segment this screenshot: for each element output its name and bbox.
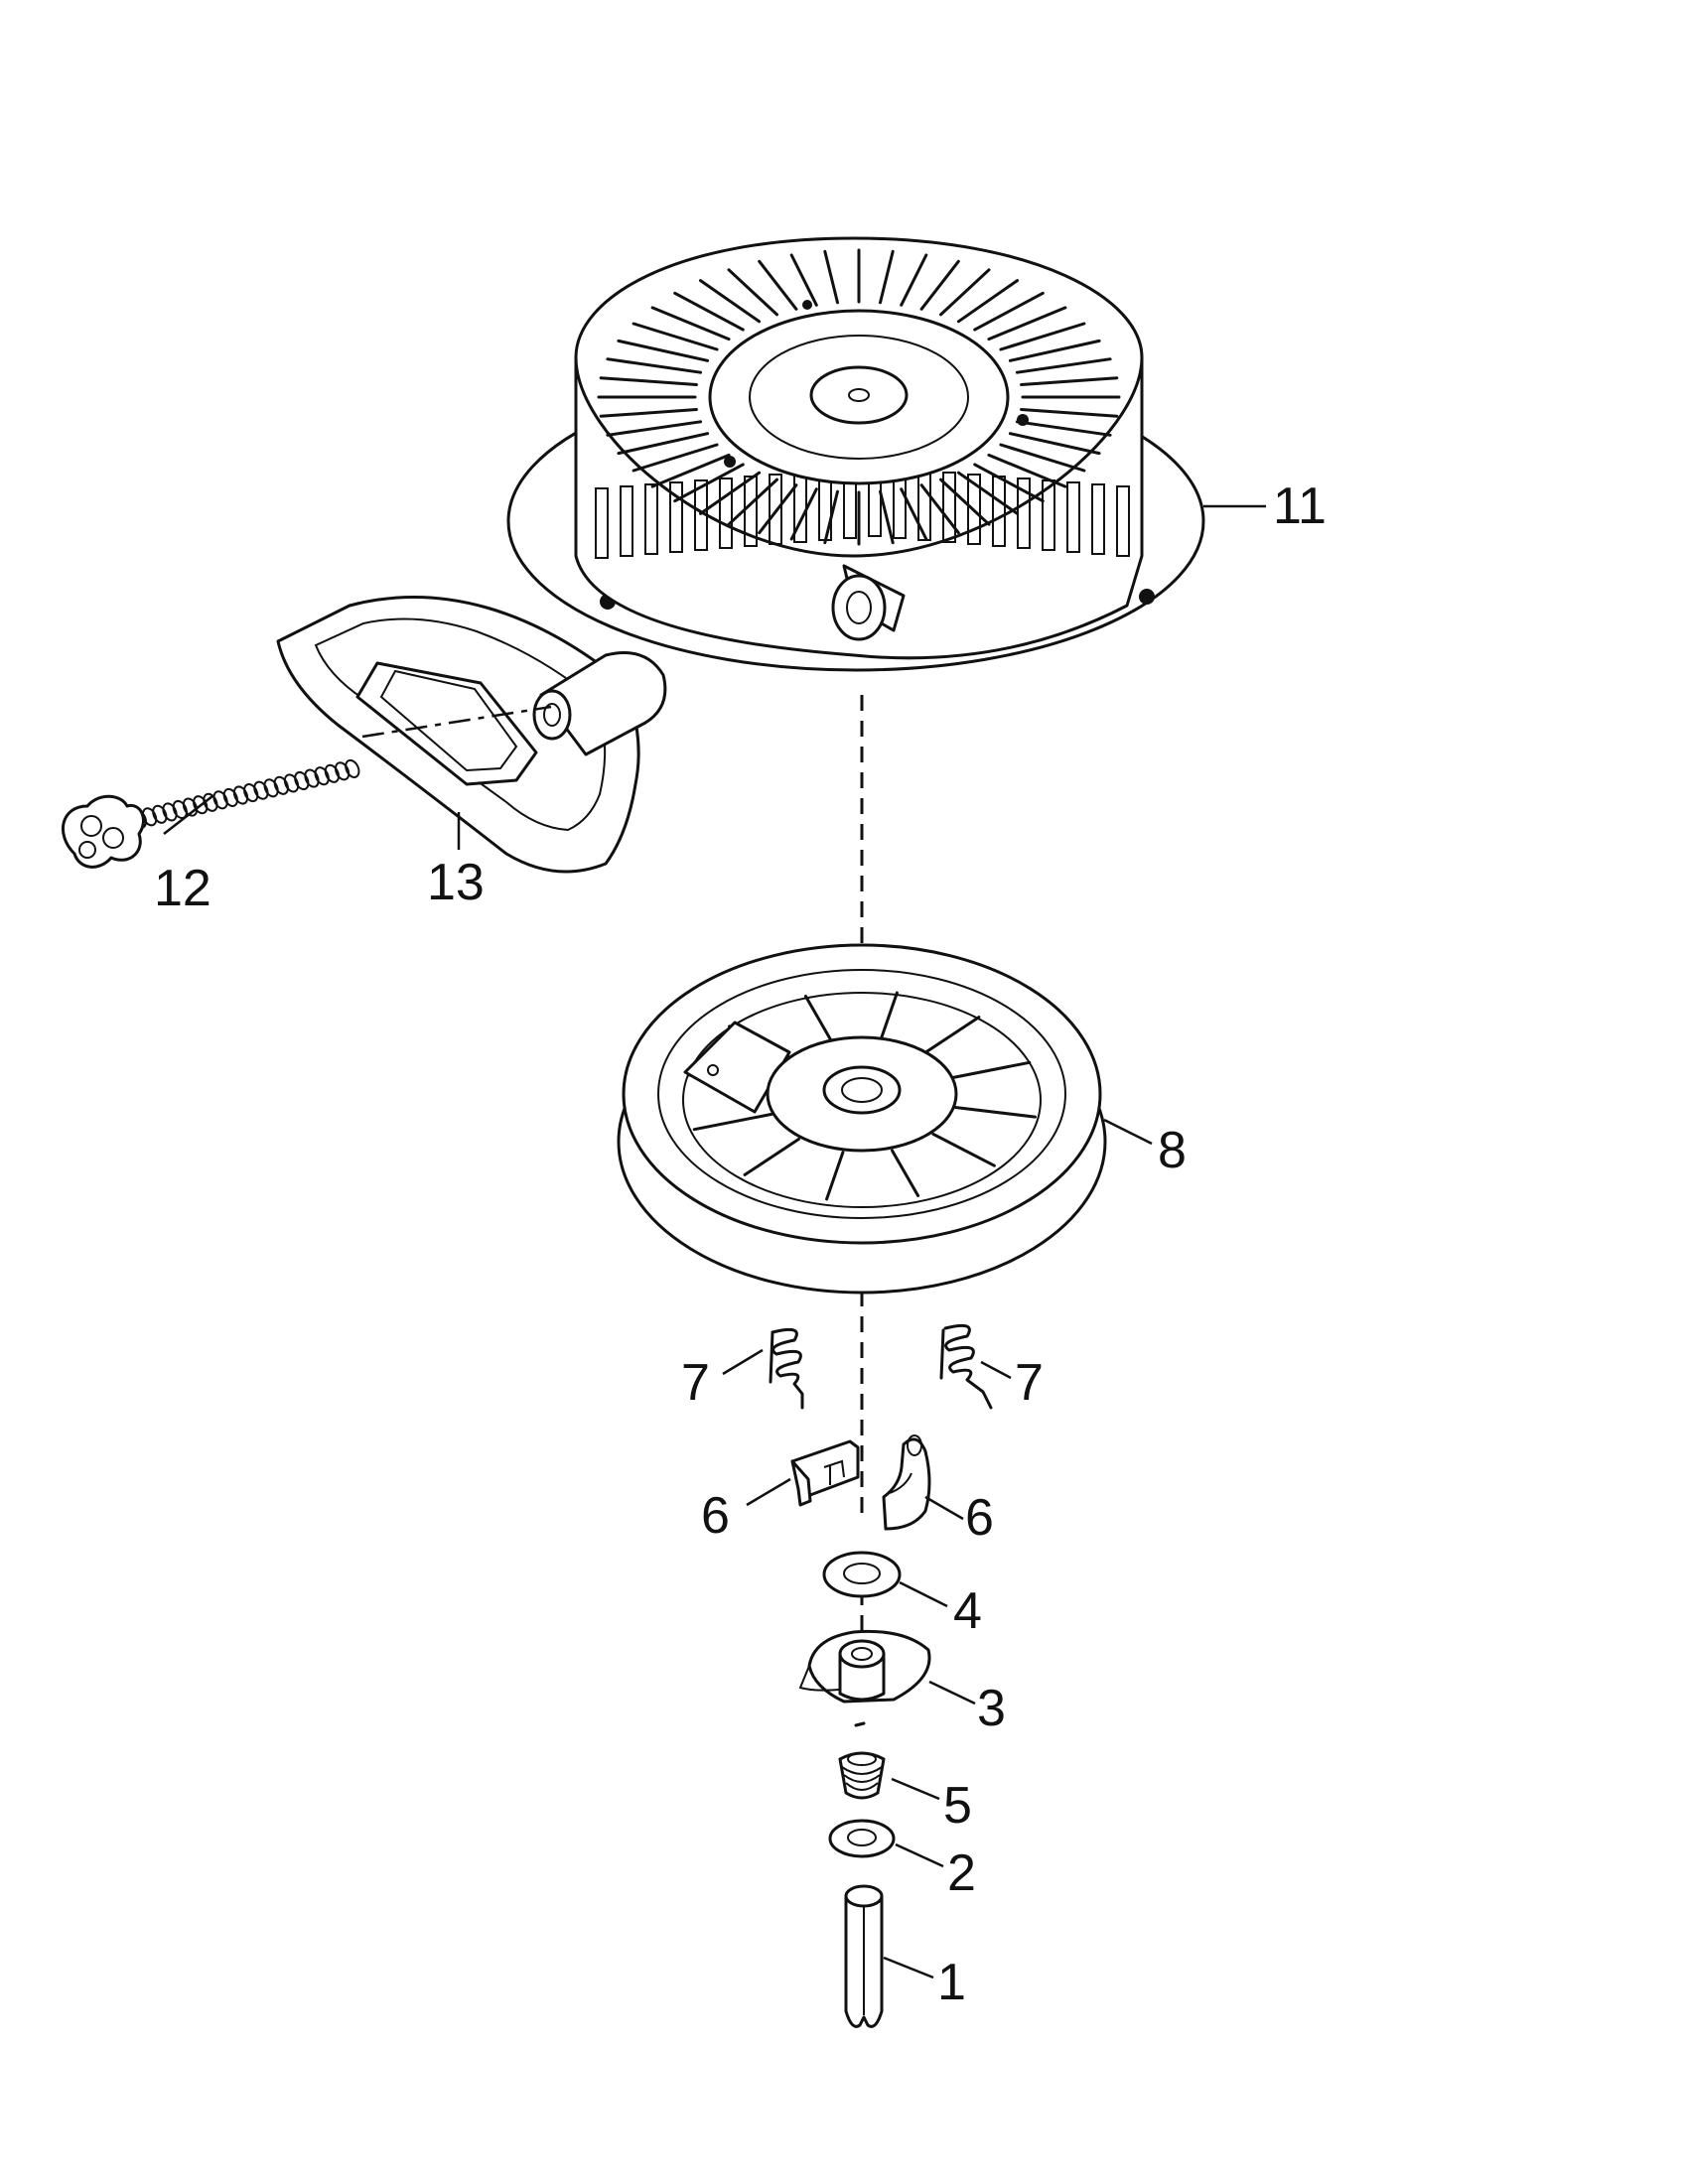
part-4-washer: [824, 1553, 900, 1596]
part-3-retainer: [800, 1631, 929, 1702]
callout-7-left: 7: [681, 1354, 710, 1412]
part-7-spring-right: [941, 1325, 991, 1408]
callout-labels: 11 12 13 8 7 7 6 6 4 3 5 2 1: [154, 478, 1327, 2011]
callout-13: 13: [427, 854, 485, 911]
part-6-pawl-left: [792, 1441, 858, 1505]
callout-6-left: 6: [701, 1487, 730, 1545]
callout-8: 8: [1158, 1122, 1187, 1179]
callout-12: 12: [154, 860, 211, 917]
part-6-pawl-right: [884, 1435, 929, 1529]
part-8-pulley: [619, 945, 1105, 1293]
part-13-rope-handle: [278, 597, 665, 872]
callout-4: 4: [953, 1582, 982, 1640]
callout-11: 11: [1273, 478, 1327, 535]
part-5-spring: [840, 1723, 884, 1798]
part-7-spring-left: [771, 1329, 802, 1408]
part-2-washer: [830, 1821, 894, 1856]
callout-7-right: 7: [1015, 1354, 1044, 1412]
callout-5: 5: [943, 1777, 972, 1835]
callout-3: 3: [977, 1680, 1006, 1737]
housing-top-slots: [599, 250, 1119, 544]
callout-6-right: 6: [965, 1489, 994, 1547]
callout-2: 2: [947, 1844, 976, 1902]
callout-1: 1: [937, 1954, 966, 2011]
part-11-starter-housing: [508, 238, 1203, 670]
part-1-pin: [846, 1886, 882, 2026]
leader-lines: [164, 506, 1266, 1978]
